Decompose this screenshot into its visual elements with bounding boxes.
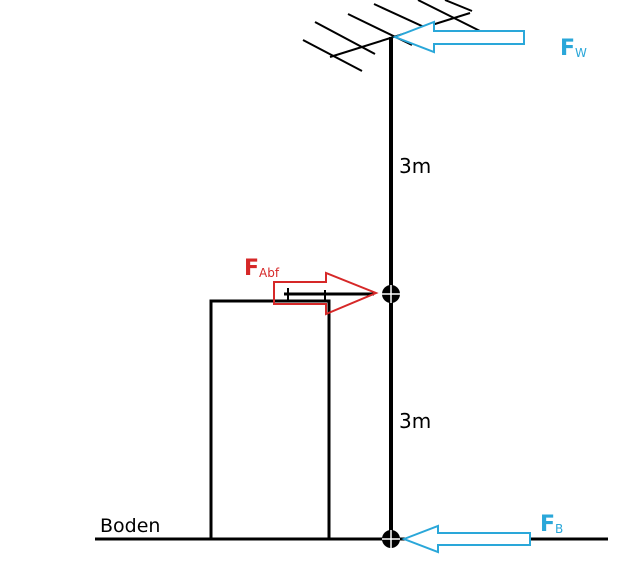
joint-base xyxy=(382,530,400,548)
bracket-force-symbol: F xyxy=(244,256,259,281)
bracket-force-arrow xyxy=(273,271,379,316)
wind-force-subscript: W xyxy=(575,46,587,60)
dimension-upper: 3m xyxy=(399,154,431,178)
wind-force-arrow xyxy=(392,20,525,54)
wind-force-symbol: F xyxy=(560,36,575,61)
base-force-label: FB xyxy=(540,512,563,537)
base-force-arrow xyxy=(401,524,531,554)
wall-block xyxy=(209,299,331,541)
bracket-force-subscript: Abf xyxy=(259,266,280,280)
joint-bracket xyxy=(382,285,400,303)
bracket-force-label: FAbf xyxy=(244,256,280,281)
ground-label: Boden xyxy=(100,515,160,537)
antenna-elements xyxy=(302,0,487,72)
wind-force-label: FW xyxy=(560,36,587,61)
base-force-symbol: F xyxy=(540,512,555,537)
base-force-subscript: B xyxy=(555,522,563,536)
dimension-lower: 3m xyxy=(399,409,431,433)
